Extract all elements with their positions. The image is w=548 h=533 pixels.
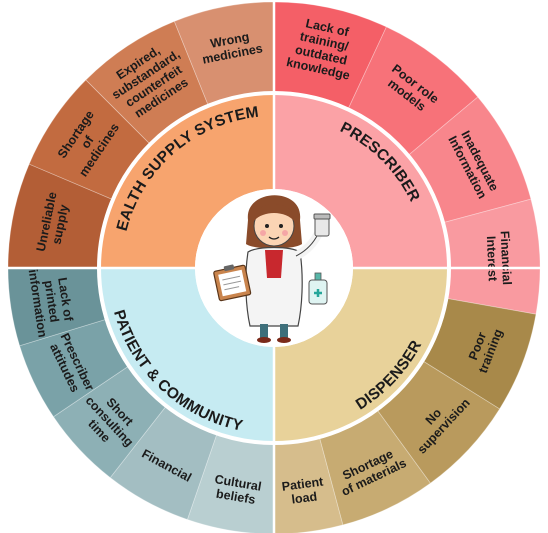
doctor-illustration (245, 195, 323, 343)
pill-bottle-icon (313, 213, 331, 237)
quadrant-prescriber (274, 93, 449, 268)
inner-ring (99, 93, 449, 443)
quadrant-health (99, 93, 274, 268)
segment-text: Patientload (281, 474, 327, 507)
segment-label-dispenser-3: Patientload (281, 474, 327, 507)
segment-text: Culturalbeliefs (211, 472, 262, 507)
segment-text-line: load (291, 489, 318, 506)
segment-text: FinancialInterest (484, 231, 514, 286)
segment-text-line: Lack of (55, 277, 75, 323)
segment-label-patient-4: Lack ofprintedinformation (26, 264, 78, 338)
outer-ring: UnreliablesupplyShortageofmedicinesExpir… (7, 1, 541, 533)
quadrant-dispenser (274, 268, 449, 443)
segment-text-line: Patient (281, 474, 325, 493)
segment-text-line: beliefs (215, 487, 256, 507)
segment-label-patient-0: Culturalbeliefs (211, 472, 263, 507)
quadrant-patient (99, 268, 274, 443)
segment-text-line: printed (41, 279, 61, 323)
segment-label-prescriber-3: FinancialInterest (484, 231, 514, 286)
segment-text: Lack ofprintedinformation (26, 264, 78, 338)
clipboard-icon (213, 264, 252, 302)
segment-text-line: Interest (484, 236, 500, 283)
sanitizer-bottle-icon (308, 272, 328, 305)
segment-text-line: Financial (498, 231, 514, 286)
